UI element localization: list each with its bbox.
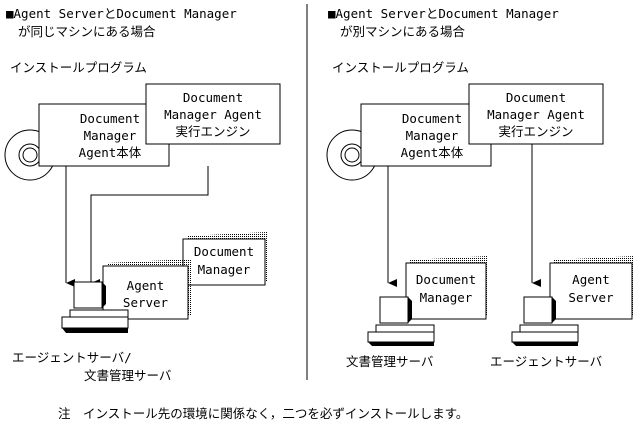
left-doc-dm [182,232,267,286]
left-heading-line1: ■Agent ServerとDocument Manager [6,6,237,21]
left-agent-body-line2: Manager [83,128,137,143]
right-heading-line2: が別マシンにある場合 [340,24,466,39]
right-machine1-label: 文書管理サーバ [346,354,434,369]
left-engine-line1: Document [182,90,244,105]
right-engine-line2: Manager Agent [487,107,585,122]
left-agent-server-line2: Server [122,295,169,310]
left-machine-label-line1: エージェントサーバ/ [12,350,132,365]
right-agent-server-line2: Server [568,290,614,305]
right-machine2-label: エージェントサーバ [490,354,603,369]
right-computer-1-icon [367,296,435,346]
right-agent-body-line3: Agent本体 [400,145,464,160]
left-agent-body-line1: Document [79,111,141,126]
right-installer-label: インストールプログラム [332,60,469,75]
footnote: 注 インストール先の環境に関係なく，二つを必ずインストールします。 [58,406,469,421]
right-dm-line2: Manager [419,290,473,305]
right-agent-server-line1: Agent [572,272,610,287]
right-dm-line1: Document [415,272,477,287]
left-arrow-2 [90,166,209,287]
left-dm-line1: Document [193,244,255,259]
right-box-engine [468,83,604,145]
left-agent-body-line3: Agent本体 [78,145,142,160]
left-doc-agent-server [102,259,191,320]
left-agent-server-line1: Agent [126,278,165,293]
left-computer-icon [61,281,129,333]
right-heading-line1: ■Agent ServerとDocument Manager [328,6,559,21]
left-dm-line2: Manager [197,262,251,277]
left-engine-line3: 実行エンジン [175,124,251,139]
left-engine-line2: Manager Agent [164,107,262,122]
right-doc-dm [405,256,488,320]
right-agent-body-line1: Document [401,111,463,126]
left-installer-label: インストールプログラム [10,60,147,75]
right-engine-line3: 実行エンジン [498,124,574,139]
left-box-engine [145,83,281,145]
left-heading-line2: が同じマシンにある場合 [18,24,156,39]
right-computer-2-icon [511,296,579,346]
left-machine-label-line2: 文書管理サーバ [84,368,172,383]
right-doc-agent-server [549,256,634,320]
right-agent-body-line2: Manager [405,128,459,143]
right-engine-line1: Document [505,90,567,105]
